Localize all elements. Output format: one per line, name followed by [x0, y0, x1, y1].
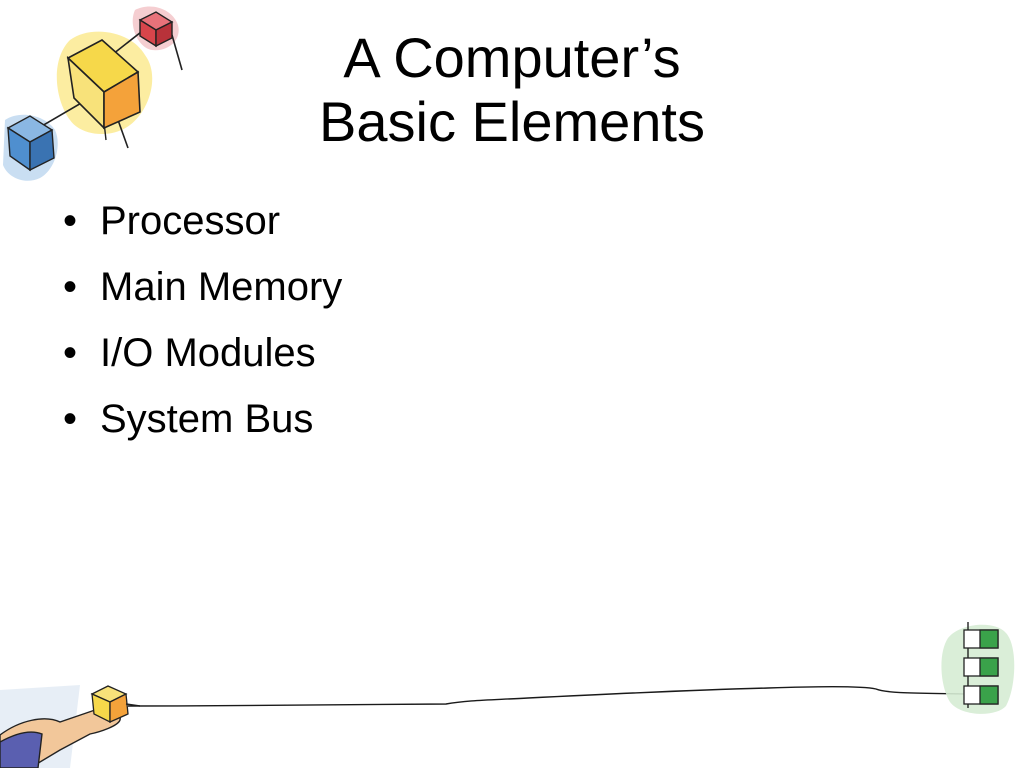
slide-title: A Computer’s Basic Elements: [180, 26, 844, 154]
bullet-text: Main Memory: [100, 265, 343, 309]
bullet-text: System Bus: [100, 397, 314, 441]
bullet-marker: •: [62, 265, 77, 309]
stacked-blocks-icon: [941, 622, 1015, 714]
connected-cubes-icon: [3, 6, 183, 181]
bullet-item-main-memory: • Main Memory: [58, 254, 342, 320]
bullet-item-io-modules: • I/O Modules: [58, 320, 342, 386]
hand-holding-cube-icon: [0, 685, 140, 768]
bullet-marker: •: [62, 199, 77, 243]
footer-rule: [128, 685, 968, 707]
bullet-item-system-bus: • System Bus: [58, 386, 342, 452]
slide-title-line-2: Basic Elements: [319, 90, 705, 153]
bullet-marker: •: [62, 331, 77, 375]
bullet-item-processor: • Processor: [58, 188, 342, 254]
bullet-marker: •: [62, 397, 77, 441]
bullet-text: I/O Modules: [100, 331, 316, 375]
bullet-list: • Processor • Main Memory • I/O Modules …: [58, 188, 342, 452]
slide-title-line-1: A Computer’s: [343, 26, 681, 89]
bullet-text: Processor: [100, 199, 281, 243]
